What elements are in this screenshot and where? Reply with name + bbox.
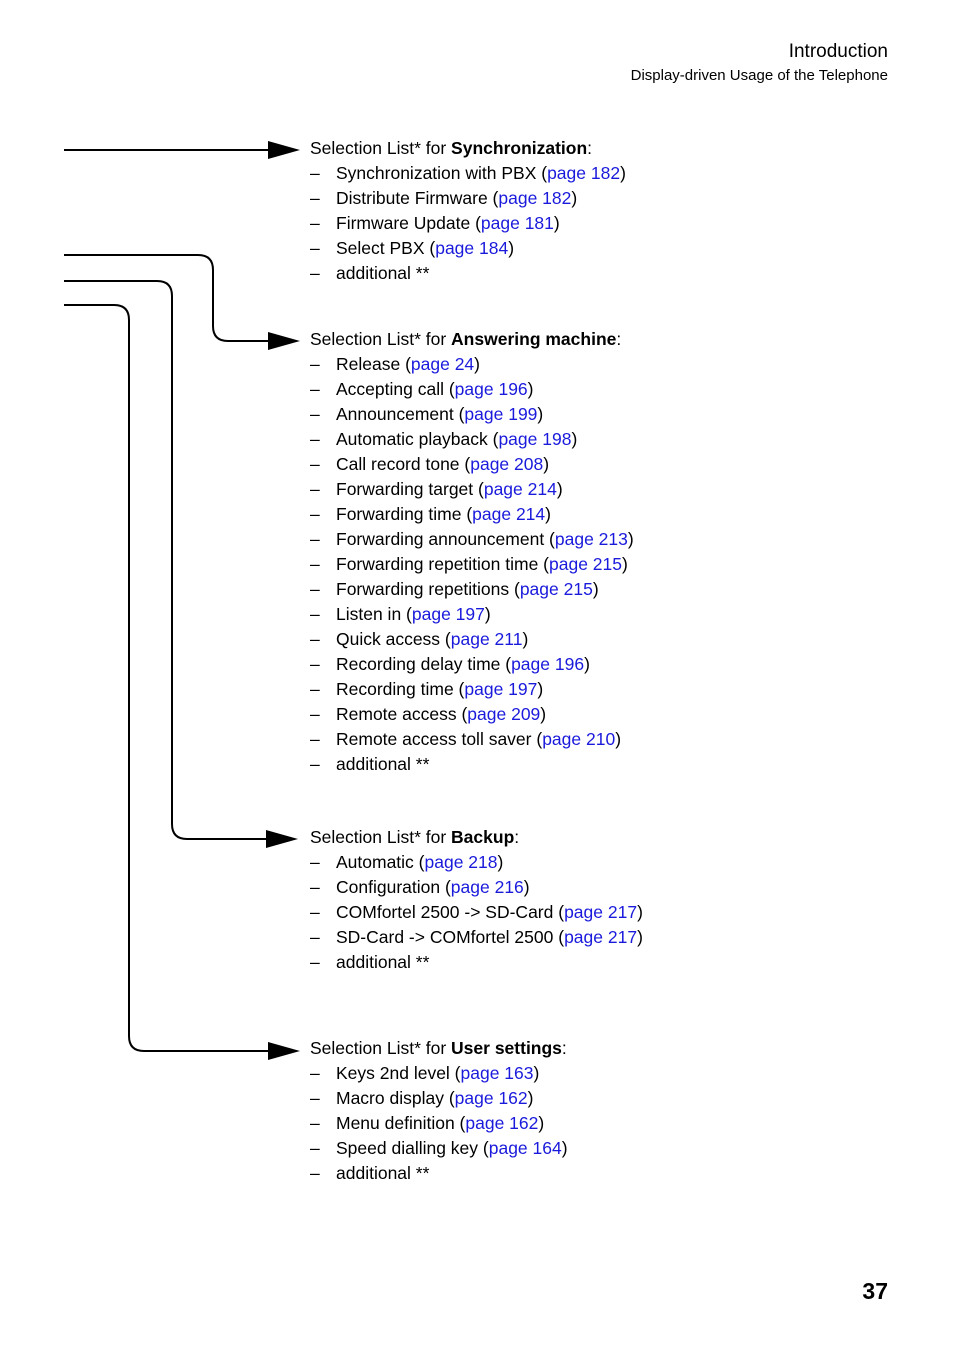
page-link[interactable]: page 164 bbox=[488, 1138, 562, 1158]
section-user-settings: Selection List* for User settings: –Keys… bbox=[310, 1036, 568, 1186]
list-item: –Select PBX (page 184) bbox=[310, 238, 515, 258]
page-link[interactable]: page 217 bbox=[564, 927, 638, 947]
section-synchronization: Selection List* for Synchronization: –Sy… bbox=[310, 136, 626, 286]
list-item: –Announcement (page 199) bbox=[310, 404, 544, 424]
list-item: –additional ** bbox=[310, 1163, 430, 1183]
section-title: Selection List* for Synchronization: bbox=[310, 138, 593, 158]
list-item: –additional ** bbox=[310, 952, 430, 972]
list-item: –Remote access (page 209) bbox=[310, 704, 547, 724]
list-item: –Forwarding repetitions (page 215) bbox=[310, 579, 599, 599]
page-link[interactable]: page 182 bbox=[498, 188, 572, 208]
page-link[interactable]: page 162 bbox=[454, 1088, 528, 1108]
section-title: Selection List* for User settings: bbox=[310, 1038, 567, 1058]
page-link[interactable]: page 208 bbox=[470, 454, 544, 474]
section-answering-machine: Selection List* for Answering machine: –… bbox=[310, 327, 634, 777]
page-link[interactable]: page 211 bbox=[450, 629, 523, 649]
page-link[interactable]: page 214 bbox=[483, 479, 557, 499]
list-item: –Distribute Firmware (page 182) bbox=[310, 188, 578, 208]
section-name: User settings bbox=[451, 1038, 562, 1058]
list-item: –Forwarding announcement (page 213) bbox=[310, 529, 634, 549]
page-link[interactable]: page 218 bbox=[424, 852, 498, 872]
list-item: –Keys 2nd level (page 163) bbox=[310, 1063, 540, 1083]
page-link[interactable]: page 184 bbox=[435, 238, 509, 258]
list-item: –Recording time (page 197) bbox=[310, 679, 544, 699]
page-link[interactable]: page 216 bbox=[450, 877, 524, 897]
section-title: Selection List* for Answering machine: bbox=[310, 329, 622, 349]
chapter-title: Introduction bbox=[788, 41, 888, 62]
list-item: –additional ** bbox=[310, 263, 430, 283]
list-item: –additional ** bbox=[310, 754, 430, 774]
page-link[interactable]: page 197 bbox=[464, 679, 538, 699]
arrow-line-backup bbox=[64, 280, 266, 840]
page-link[interactable]: page 24 bbox=[410, 354, 475, 374]
list-item: –Synchronization with PBX (page 182) bbox=[310, 163, 626, 183]
page-link[interactable]: page 163 bbox=[460, 1063, 534, 1083]
section-name: Backup bbox=[451, 827, 515, 847]
list-item: –Speed dialling key (page 164) bbox=[310, 1138, 568, 1158]
section-name: Synchronization bbox=[451, 138, 588, 158]
arrow-head-backup bbox=[266, 830, 298, 848]
section-title: Selection List* for Backup: bbox=[310, 827, 520, 847]
list-item: –Firmware Update (page 181) bbox=[310, 213, 560, 233]
list-item: –Recording delay time (page 196) bbox=[310, 654, 590, 674]
page-number: 37 bbox=[862, 1278, 888, 1304]
list-item: –Menu definition (page 162) bbox=[310, 1113, 545, 1133]
arrow-head-synchronization bbox=[268, 141, 300, 159]
page-link[interactable]: page 181 bbox=[480, 213, 554, 233]
page-link[interactable]: page 215 bbox=[549, 554, 622, 574]
page-link[interactable]: page 214 bbox=[472, 504, 546, 524]
page-link[interactable]: page 197 bbox=[411, 604, 485, 624]
list-item: –Configuration (page 216) bbox=[310, 877, 530, 897]
arrow-line-answering-machine bbox=[64, 254, 268, 342]
list-item: –Release (page 24) bbox=[310, 354, 480, 374]
list-item: –Call record tone (page 208) bbox=[310, 454, 550, 474]
page-link[interactable]: page 196 bbox=[454, 379, 528, 399]
list-item: –Macro display (page 162) bbox=[310, 1088, 534, 1108]
arrow-head-user-settings bbox=[268, 1042, 300, 1060]
section-name: Answering machine bbox=[451, 329, 617, 349]
page-link[interactable]: page 209 bbox=[467, 704, 541, 724]
list-item: –Forwarding target (page 214) bbox=[310, 479, 563, 499]
page-link[interactable]: page 198 bbox=[498, 429, 572, 449]
chapter-subtitle: Display-driven Usage of the Telephone bbox=[630, 67, 888, 84]
list-item: –Listen in (page 197) bbox=[310, 604, 491, 624]
list-item: –Automatic (page 218) bbox=[310, 852, 504, 872]
page-link[interactable]: page 217 bbox=[564, 902, 638, 922]
page-link[interactable]: page 213 bbox=[554, 529, 628, 549]
arrow-line-user-settings bbox=[64, 304, 268, 1052]
page-link[interactable]: page 210 bbox=[542, 729, 616, 749]
page-link[interactable]: page 182 bbox=[547, 163, 621, 183]
list-item: –Forwarding repetition time (page 215) bbox=[310, 554, 628, 574]
list-item: –Forwarding time (page 214) bbox=[310, 504, 551, 524]
list-item: –Automatic playback (page 198) bbox=[310, 429, 578, 449]
list-item: –Accepting call (page 196) bbox=[310, 379, 534, 399]
page-link[interactable]: page 199 bbox=[464, 404, 538, 424]
list-item: –Quick access (page 211) bbox=[310, 629, 529, 649]
page-link[interactable]: page 196 bbox=[511, 654, 585, 674]
section-backup: Selection List* for Backup: –Automatic (… bbox=[310, 825, 643, 975]
arrow-head-answering-machine bbox=[268, 332, 300, 350]
page-link[interactable]: page 215 bbox=[519, 579, 593, 599]
list-item: –COMfortel 2500 -> SD-Card (page 217) bbox=[310, 902, 643, 922]
list-item: –SD-Card -> COMfortel 2500 (page 217) bbox=[310, 927, 643, 947]
page-link[interactable]: page 162 bbox=[465, 1113, 539, 1133]
list-item: –Remote access toll saver (page 210) bbox=[310, 729, 622, 749]
